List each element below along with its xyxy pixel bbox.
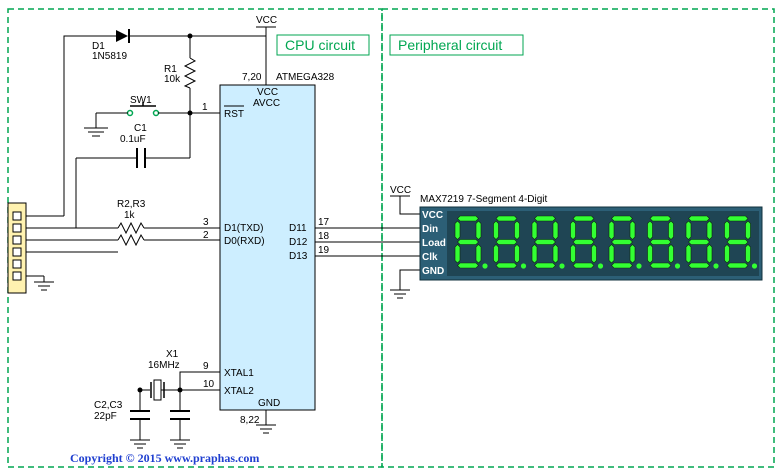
ground-symbol: [256, 424, 276, 434]
cpu-label-box: [276, 34, 370, 56]
mcu-d12-label: D12: [289, 237, 308, 248]
connector-pins: [12, 211, 22, 281]
pin-d13-number: 19: [318, 245, 330, 256]
vcc-top-symbol: [256, 26, 276, 36]
capacitor-c3: [170, 410, 190, 420]
mcu-rxd-label: D0(RXD): [224, 236, 265, 247]
mcu-vcc-pins: 7,20: [242, 72, 262, 83]
decimal-point: [751, 263, 758, 269]
mcu-d13-label: D13: [289, 251, 308, 262]
seven-segment-digit: [685, 215, 719, 269]
diode-ref: D1: [92, 41, 105, 52]
diode-left-wire: [63, 35, 116, 216]
crystal-freq: 16MHz: [148, 360, 180, 371]
mcu-xtal2-label: XTAL2: [224, 386, 254, 397]
mcu-txd-label: D1(TXD): [224, 223, 263, 234]
pin-d11-number: 17: [318, 217, 330, 228]
decimal-point: [597, 263, 604, 269]
seven-segment-digits: [454, 215, 758, 269]
copyright-text: Copyright © 2015 www.praphas.com: [70, 451, 259, 465]
resistor-r1: [183, 57, 197, 89]
r2r3-ref: R2,R3: [117, 199, 146, 210]
mcu-chip-atmega328: [219, 84, 316, 411]
display-pin-din: Din: [422, 224, 438, 235]
ground-symbol: [170, 439, 190, 449]
vcc-top-label: VCC: [256, 15, 277, 26]
junction-dot: [177, 387, 183, 393]
vcc-display-label: VCC: [390, 185, 411, 196]
display-gnd-wire: [399, 269, 420, 290]
display-pin-gnd: GND: [422, 266, 444, 277]
crystal-ref: X1: [166, 349, 179, 360]
r2r3-value: 1k: [124, 210, 136, 221]
resistor-r2: [117, 221, 145, 235]
pin-xtal1-number: 9: [203, 361, 209, 372]
decimal-point: [482, 263, 488, 269]
seven-segment-digit: [531, 215, 565, 269]
display-pin-clk: Clk: [422, 252, 438, 263]
peripheral-circuit-border: [381, 8, 775, 468]
diode-part: 1N5819: [92, 51, 127, 62]
mcu-name: ATMEGA328: [276, 72, 335, 83]
ground-symbol: [390, 289, 410, 299]
decimal-point: [636, 263, 642, 269]
display-pin-load: Load: [422, 238, 446, 249]
mcu-gnd-pins: 8,22: [240, 415, 260, 426]
r1-ref: R1: [164, 64, 177, 75]
seven-segment-digit: [454, 215, 488, 269]
diode-d1: [116, 29, 130, 43]
pin-xtal2-number: 10: [203, 379, 215, 390]
pin-rst-number: 1: [202, 102, 208, 113]
ground-symbol: [130, 439, 150, 449]
pin-txd-number: 3: [203, 217, 209, 228]
ground-symbol: [34, 281, 54, 291]
seven-segment-digit: [493, 215, 527, 269]
mcu-vcc-label: VCC: [257, 87, 278, 98]
display-title: MAX7219 7-Segment 4-Digit: [420, 194, 548, 205]
display-vcc-wire: [399, 196, 420, 215]
decimal-point: [520, 263, 527, 269]
pin-rxd-number: 2: [203, 230, 209, 241]
capacitor-c2: [130, 410, 150, 420]
decimal-point: [559, 263, 565, 269]
cpu-circuit-label: CPU circuit: [285, 37, 355, 53]
r1-value: 10k: [164, 74, 181, 85]
display-pin-vcc: VCC: [422, 210, 443, 221]
capacitor-c1: [136, 148, 146, 168]
mcu-rst-label: RST: [224, 109, 244, 120]
c2c3-value: 22pF: [94, 411, 117, 422]
peripheral-label-box: [389, 34, 524, 56]
mcu-xtal1-label: XTAL1: [224, 368, 254, 379]
pin-d12-number: 18: [318, 231, 330, 242]
xtal1-wire: [179, 371, 220, 410]
seven-segment-digit: [570, 215, 604, 269]
peripheral-circuit-label: Peripheral circuit: [398, 37, 502, 53]
c2c3-ref: C2,C3: [94, 400, 123, 411]
resistor-r3: [117, 233, 145, 247]
seven-segment-digit: [608, 215, 642, 269]
mcu-d11-label: D11: [289, 223, 307, 234]
c1-value: 0.1uF: [120, 134, 146, 145]
sw1-ref: SW1: [130, 95, 152, 106]
junction-dot: [137, 387, 143, 393]
decimal-point: [713, 263, 719, 269]
mcu-gnd-label: GND: [258, 398, 280, 409]
mcu-avcc-label: AVCC: [253, 98, 280, 109]
decimal-point: [674, 263, 681, 269]
seven-segment-digit: [724, 215, 758, 269]
ground-symbol: [84, 127, 108, 137]
seven-segment-digit: [647, 215, 681, 269]
c1-ref: C1: [134, 123, 147, 134]
